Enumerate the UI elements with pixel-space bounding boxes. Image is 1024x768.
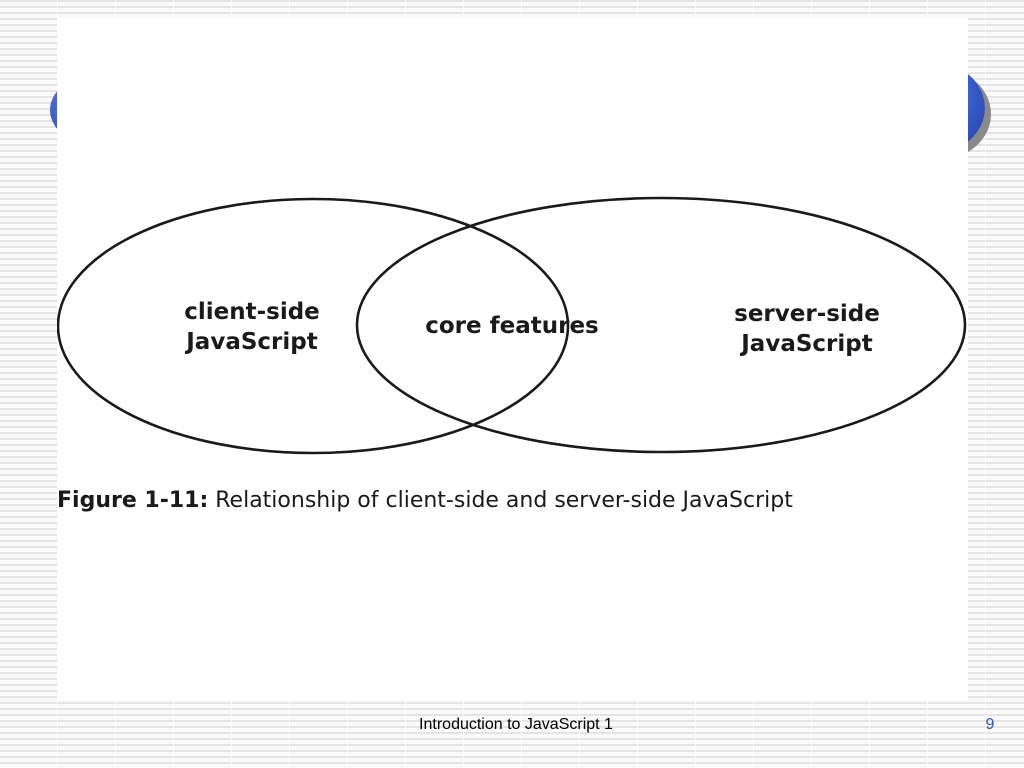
page-number: 9	[985, 716, 995, 733]
client-side-label: client-side JavaScript	[167, 297, 337, 357]
figure-caption: Figure 1-11: Relationship of client-side…	[57, 488, 793, 513]
server-side-label: server-side JavaScript	[717, 299, 897, 359]
figure-caption-prefix: Figure 1-11:	[57, 488, 209, 513]
client-side-label-line2: JavaScript	[186, 329, 318, 355]
server-side-label-line1: server-side	[734, 301, 880, 327]
figure-caption-text: Relationship of client-side and server-s…	[208, 488, 793, 513]
footer-title: Introduction to JavaScript 1	[419, 716, 613, 733]
core-features-label: core features	[425, 313, 599, 339]
figure-panel: client-side JavaScript core features ser…	[57, 18, 968, 700]
server-side-ellipse	[355, 196, 967, 454]
venn-diagram	[57, 196, 967, 455]
client-side-label-line1: client-side	[184, 299, 320, 325]
server-side-label-line2: JavaScript	[741, 331, 873, 357]
client-side-ellipse	[57, 197, 570, 455]
